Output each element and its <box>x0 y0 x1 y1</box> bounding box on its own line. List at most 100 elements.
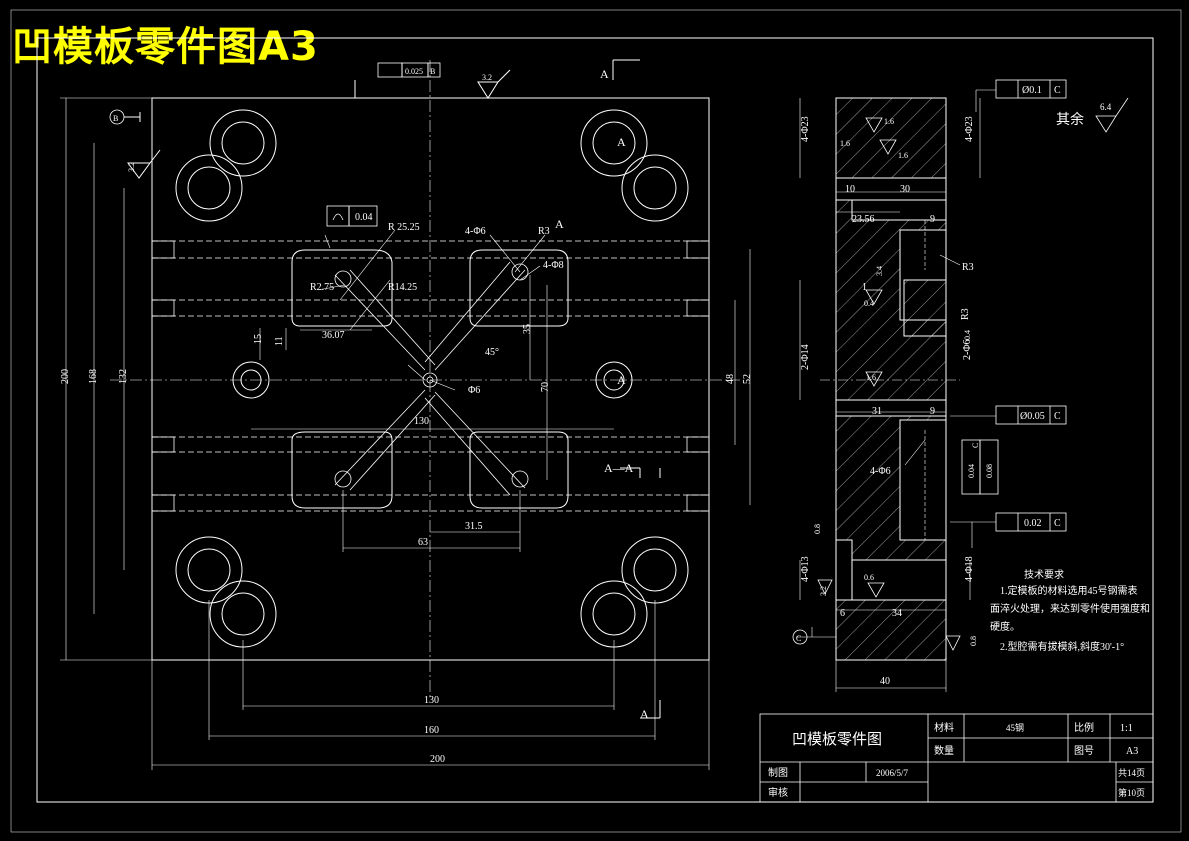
sv-rough-08a: 0.8 <box>813 524 822 534</box>
dim-52: 52 <box>742 374 753 384</box>
section-view <box>792 79 1129 692</box>
datum-b: B <box>113 114 118 123</box>
tb-qty-label: 数量 <box>934 744 954 757</box>
tb-drawn-date: 2006/5/7 <box>876 768 909 778</box>
tol-phi01-datum: C <box>1054 85 1061 96</box>
sv-rough-16b: 1.6 <box>884 117 894 126</box>
sv-dim-1: 1 <box>862 282 867 293</box>
roughness-top: 3.2 <box>482 73 492 82</box>
sv-holes-18: 4-Φ18 <box>964 556 975 582</box>
section-a-mark1: A <box>617 135 626 149</box>
outer-border <box>10 9 1182 833</box>
dim-70: 70 <box>540 382 551 392</box>
section-a-top: A <box>600 67 609 81</box>
dim-11: 11 <box>274 336 285 346</box>
notes-line1: 1.定模板的材料选用45号钢需表 <box>1000 584 1138 597</box>
sv-rough-08b: 0.8 <box>969 636 978 646</box>
tb-drawn-label: 制图 <box>768 766 788 779</box>
section-a-mark2: A <box>617 373 626 387</box>
sv-holes-14: 2-Φ14 <box>800 344 811 370</box>
sv-dim-9b: 9 <box>930 406 935 417</box>
datum-c: C <box>796 634 801 643</box>
tb-drawing-no-value: A3 <box>1126 746 1138 757</box>
sv-rough-04b: 0.4 <box>963 330 972 340</box>
dim-48: 48 <box>725 374 736 384</box>
roughness-left: 3.2 <box>127 162 136 172</box>
sv-dim-10: 10 <box>845 184 855 195</box>
radius-25: R 25.25 <box>388 222 420 233</box>
sv-holes-6b: 2-Φ6 <box>962 339 973 360</box>
sv-holes-6: 4-Φ6 <box>870 466 891 477</box>
tol-perp002-datum: C <box>1054 518 1061 529</box>
dim-35: 35 <box>522 324 533 334</box>
dim-31-5: 31.5 <box>465 521 483 532</box>
notes-line2: 面淬火处理，来达到零件使用强度和 <box>990 602 1150 615</box>
tb-material-label: 材料 <box>934 721 954 734</box>
guide-holes <box>175 109 689 648</box>
others-label: 其余 <box>1056 111 1084 128</box>
tb-drawing-no-label: 图号 <box>1074 745 1094 757</box>
tol-flatness: 0.08 <box>985 464 994 478</box>
sv-dim-9a: 9 <box>930 214 935 225</box>
tol-parallel-datum: C <box>971 443 980 448</box>
tb-check-label: 审核 <box>768 786 788 799</box>
sv-dim-40: 40 <box>880 676 890 687</box>
tb-page-no: 第10页 <box>1118 787 1145 798</box>
tol-phi005-datum: C <box>1054 411 1061 422</box>
sv-dim-31: 31 <box>872 406 882 417</box>
runners <box>334 261 529 496</box>
dim-168-v: 168 <box>88 369 99 384</box>
section-a-bottom: A <box>640 707 649 721</box>
others-roughness: 6.4 <box>1100 102 1112 112</box>
drawing-title: 凹模板零件图A3 <box>12 24 319 70</box>
holes-4-6: 4-Φ6 <box>465 226 486 237</box>
section-a-a: A—A <box>604 461 634 475</box>
radius-2: R2.75 <box>310 282 334 293</box>
tol-perp002: 0.02 <box>1024 518 1042 529</box>
plate-outline <box>151 97 710 661</box>
tb-material-value: 45钢 <box>1006 722 1024 733</box>
sv-rough-34: 3.4 <box>875 266 884 276</box>
dim-200-h: 200 <box>430 754 445 765</box>
sv-dim-30: 30 <box>900 184 910 195</box>
sv-holes-13: 4-Φ13 <box>800 556 811 582</box>
notes-heading: 技术要求 <box>1024 568 1064 581</box>
dim-130-h: 130 <box>424 695 439 706</box>
sheet-border <box>36 37 1154 803</box>
tol-phi005: Ø0.05 <box>1020 411 1045 422</box>
perp-value: 0.025 <box>405 67 423 76</box>
title-block <box>759 713 1154 803</box>
tb-part-name: 凹模板零件图 <box>792 730 882 748</box>
cavities <box>291 249 569 509</box>
sv-rough-32: 3.2 <box>819 586 828 596</box>
dim-160-h: 160 <box>424 725 439 736</box>
dim-63: 63 <box>418 537 428 548</box>
sv-r3: R3 <box>962 262 974 273</box>
holes-4-8: 4-Φ8 <box>543 260 564 271</box>
notes-line3: 硬度。 <box>990 620 1020 633</box>
section-a-mark3: A <box>555 217 564 231</box>
radius-3: R3 <box>538 226 550 237</box>
tol-parallel: 0.04 <box>967 464 976 478</box>
front-view <box>60 59 751 770</box>
tb-scale-label: 比例 <box>1074 721 1094 734</box>
dim-200-v: 200 <box>60 369 71 384</box>
sv-rough-16d: 1.6 <box>866 373 876 382</box>
sv-holes-23b: 4-Φ23 <box>964 116 975 142</box>
tb-scale-value: 1:1 <box>1120 723 1133 734</box>
sv-rough-04: 0.4 <box>864 299 874 308</box>
dim-130-inner: 130 <box>414 416 429 427</box>
notes-line4: 2.型腔需有拔模斜,斜度30'-1° <box>1000 640 1124 653</box>
flatness-value: 0.04 <box>355 212 373 223</box>
radius-14: R14.25 <box>388 282 417 293</box>
dim-36: 36.07 <box>322 330 345 341</box>
sv-r3b: R3 <box>960 308 971 320</box>
sv-dim-34: 34 <box>892 608 902 619</box>
sv-dim-6: 6 <box>840 608 845 619</box>
sv-rough-16a: 1.6 <box>840 139 850 148</box>
datum-b-ref: B <box>430 67 435 76</box>
sv-rough-06: 0.6 <box>864 573 874 582</box>
tol-phi01: Ø0.1 <box>1022 85 1042 96</box>
phi-6: Φ6 <box>468 385 480 396</box>
